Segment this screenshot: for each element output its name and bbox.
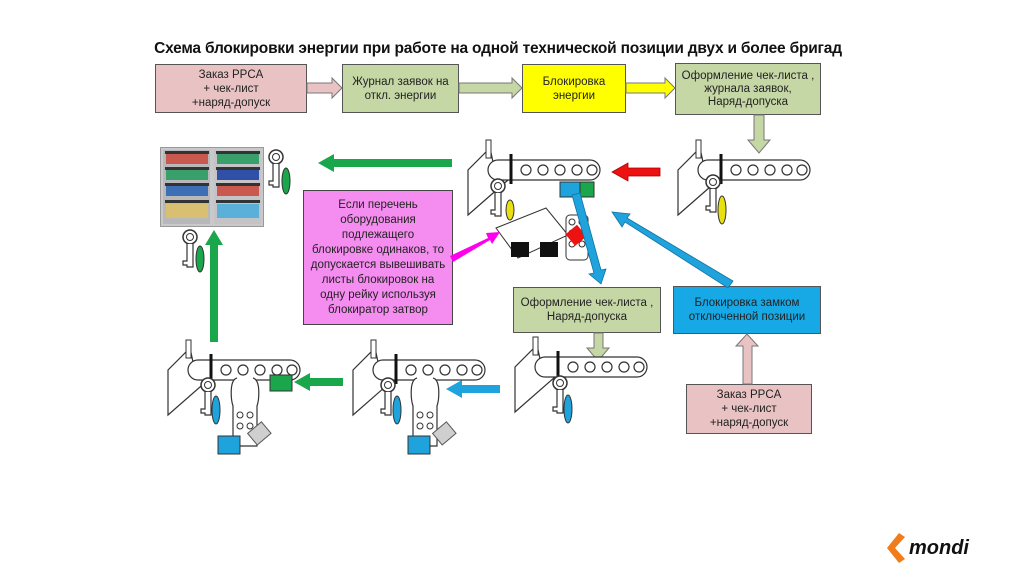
arrow-journal-to-lockout — [458, 76, 523, 100]
arrow-order-to-journal — [306, 76, 343, 100]
arrow-green-to-cabinet — [318, 154, 452, 172]
padlock-icon — [246, 421, 272, 446]
box-order-ppca-2: Заказ PPCA + чек-лист +наряд-допуск — [686, 384, 812, 434]
arrow-red-left — [611, 162, 661, 182]
lockout-station-hasp — [351, 338, 487, 455]
key-icon — [268, 149, 291, 195]
lockout-station-complete — [166, 338, 302, 455]
arrow-paperwork2-down — [585, 332, 611, 362]
diagram-title: Схема блокировки энергии при работе на о… — [154, 40, 842, 57]
arrow-blue-up-left — [611, 211, 734, 289]
arrow-lockout-to-paperwork — [625, 76, 676, 100]
padlock-icon — [431, 421, 457, 446]
padlock-icon — [579, 181, 595, 198]
padlock-icon — [217, 435, 241, 455]
mondi-logo-icon — [887, 533, 905, 563]
arrow-blue-down — [571, 192, 607, 285]
box-energy-lockout: Блокировка энергии — [522, 64, 626, 113]
logo-text: mondi — [909, 536, 969, 559]
key-icon — [182, 229, 205, 273]
mondi-logo: mondi — [885, 533, 969, 563]
note-box: Если перечень оборудования подлежащего б… — [303, 190, 453, 325]
padlock-icon — [511, 242, 529, 257]
padlock-icon — [407, 435, 431, 455]
arrow-paperwork-down — [746, 114, 772, 154]
padlock-icon — [540, 242, 558, 257]
box-journal: Журнал заявок на откл. энергии — [342, 64, 459, 113]
box-lock-position: Блокировка замком отключенной позиции — [673, 286, 821, 334]
arrow-order2-up — [734, 333, 760, 385]
arrow-green-up — [205, 230, 223, 342]
arrow-magenta — [450, 232, 500, 262]
key-cabinet-icon — [160, 147, 264, 227]
box-paperwork-2: Оформление чек-листа , Наряд-допуска — [513, 287, 661, 333]
padlock-icon — [565, 224, 587, 246]
lockout-station-blue-key — [513, 335, 649, 424]
arrow-green-left-bottom — [294, 373, 343, 391]
padlock-icon — [269, 374, 293, 392]
arrow-blue-left — [446, 380, 500, 398]
box-paperwork: Оформление чек-листа , журнала заявок, Н… — [675, 63, 821, 115]
lockout-station-initial — [676, 138, 812, 225]
